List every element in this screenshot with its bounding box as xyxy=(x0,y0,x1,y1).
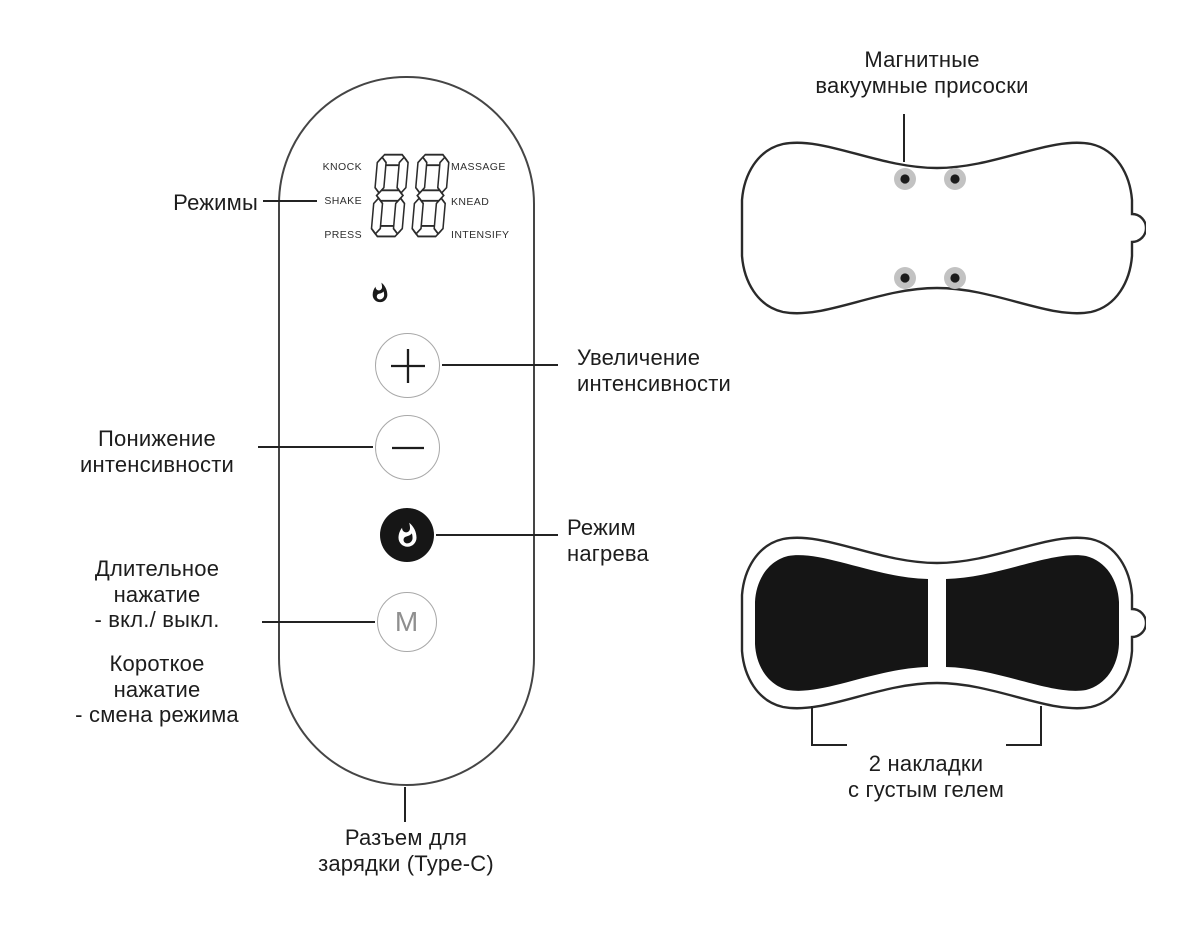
increase-label: Увеличение интенсивности xyxy=(577,345,731,396)
display-mode-knock: KNOCK xyxy=(322,161,362,173)
gel-bracket-right-vertical xyxy=(1040,706,1042,746)
gel-pad-left xyxy=(755,555,928,691)
display-mode-massage: MASSAGE xyxy=(451,161,506,173)
magnetic-suction-cups xyxy=(894,168,966,289)
charging-callout-line xyxy=(404,787,406,822)
seven-segment-display xyxy=(369,153,451,238)
decrease-intensity-button xyxy=(375,415,440,480)
modes-callout-line xyxy=(263,200,317,202)
increase-callout-line xyxy=(442,364,558,366)
decrease-label: Понижение интенсивности xyxy=(80,426,234,477)
heat-callout-line xyxy=(436,534,558,536)
long-press-label: Длительное нажатие - вкл./ выкл. xyxy=(94,556,220,632)
mode-button: M xyxy=(377,592,437,652)
gel-bracket-left-horizontal xyxy=(811,744,847,746)
gel-bracket-left-vertical xyxy=(811,706,813,746)
flame-indicator-icon xyxy=(372,282,388,303)
gel-pad-right xyxy=(946,555,1119,691)
modes-label: Режимы xyxy=(173,190,258,215)
plus-icon xyxy=(390,348,425,383)
increase-intensity-button xyxy=(375,333,440,398)
display-mode-shake: SHAKE xyxy=(324,195,362,207)
display-mode-intensify: INTENSIFY xyxy=(451,229,510,241)
gel-bracket-right-horizontal xyxy=(1006,744,1042,746)
decrease-callout-line xyxy=(258,446,373,448)
long-press-callout-line xyxy=(262,621,375,623)
charging-port-label: Разъем для зарядки (Type-C) xyxy=(318,825,494,876)
pad-outline xyxy=(740,141,1146,315)
display-mode-knead: KNEAD xyxy=(451,196,490,208)
gel-pads-label: 2 накладки с густым гелем xyxy=(847,751,1005,802)
heat-mode-button xyxy=(380,508,434,562)
short-press-label: Короткое нажатие - смена режима xyxy=(75,651,239,727)
flame-icon xyxy=(398,522,416,547)
suction-callout-line xyxy=(903,114,905,162)
massage-pad-back xyxy=(740,141,1146,315)
mode-button-label: M xyxy=(394,606,420,637)
heat-label: Режим нагрева xyxy=(567,515,649,566)
massage-pad-front xyxy=(740,536,1146,710)
display-mode-press: PRESS xyxy=(324,229,362,241)
minus-icon xyxy=(391,446,424,449)
suction-cups-label: Магнитные вакуумные присоски xyxy=(815,47,1029,98)
